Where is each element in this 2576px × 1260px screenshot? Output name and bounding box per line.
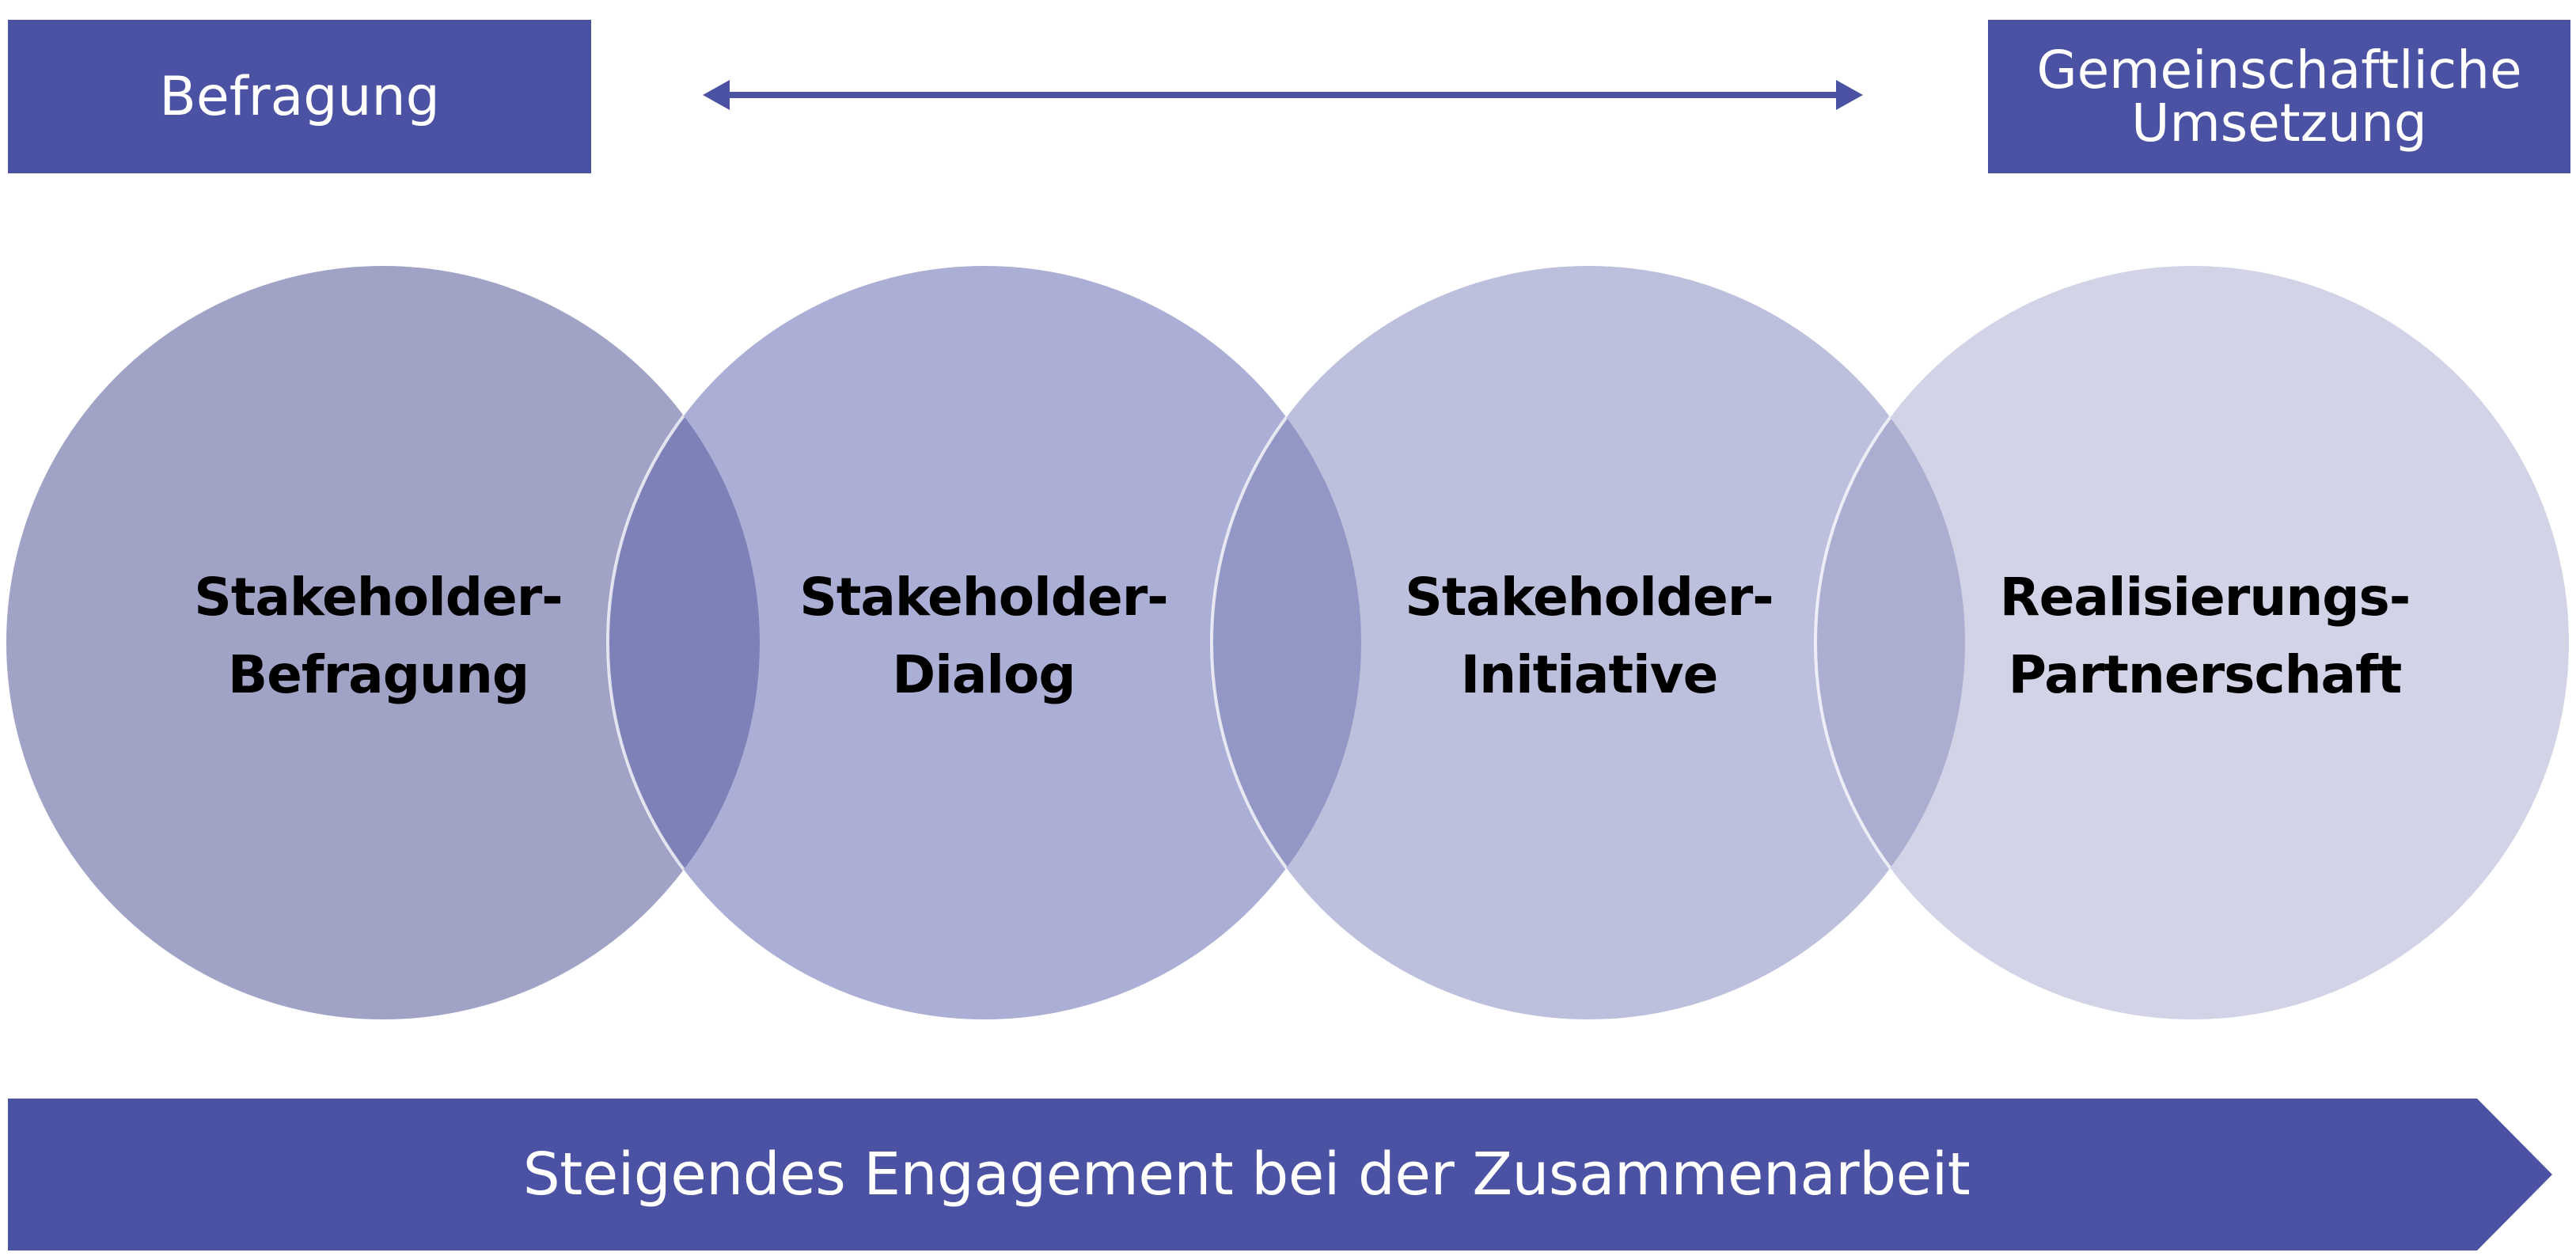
circle-label-line2: Befragung [227, 644, 529, 705]
circle-label-line1: Stakeholder- [1405, 567, 1774, 628]
circle-stakeholder-dialog [608, 266, 1361, 1019]
circle-label-stakeholder-befragung: Stakeholder- Befragung [101, 559, 655, 714]
circle-stakeholder-initiative [1212, 266, 1965, 1019]
circle-label-stakeholder-dialog: Stakeholder- Dialog [707, 559, 1261, 714]
circle-label-line1: Stakeholder- [194, 567, 563, 628]
circle-label-realisierungs-partnerschaft: Realisierungs- Partnerschaft [1928, 559, 2482, 714]
umsetzung-box-label-line1: Gemeinschaftliche [2036, 39, 2522, 101]
engagement-arrow-label: Steigendes Engagement bei der Zusammenar… [522, 1140, 1971, 1209]
double-headed-arrow [703, 80, 1863, 110]
befragung-box-label: Befragung [159, 65, 440, 128]
circle-label-line2: Initiative [1460, 644, 1719, 705]
circle-label-line2: Dialog [892, 644, 1076, 705]
befragung-box: Befragung [8, 20, 591, 173]
umsetzung-box-label-line2: Umsetzung [2131, 93, 2427, 154]
circle-stakeholder-befragung [6, 266, 760, 1019]
engagement-arrow [8, 1099, 2552, 1251]
circle-label-line2: Partnerschaft [2008, 644, 2403, 705]
circle-label-stakeholder-initiative: Stakeholder- Initiative [1312, 559, 1866, 714]
circle-label-line1: Stakeholder- [799, 567, 1168, 628]
gemeinschaftliche-umsetzung-box: Gemeinschaftliche Umsetzung [1988, 20, 2570, 173]
circle-realisierungs-partnerschaft [1815, 266, 2569, 1019]
circle-label-line1: Realisierungs- [1999, 567, 2411, 628]
